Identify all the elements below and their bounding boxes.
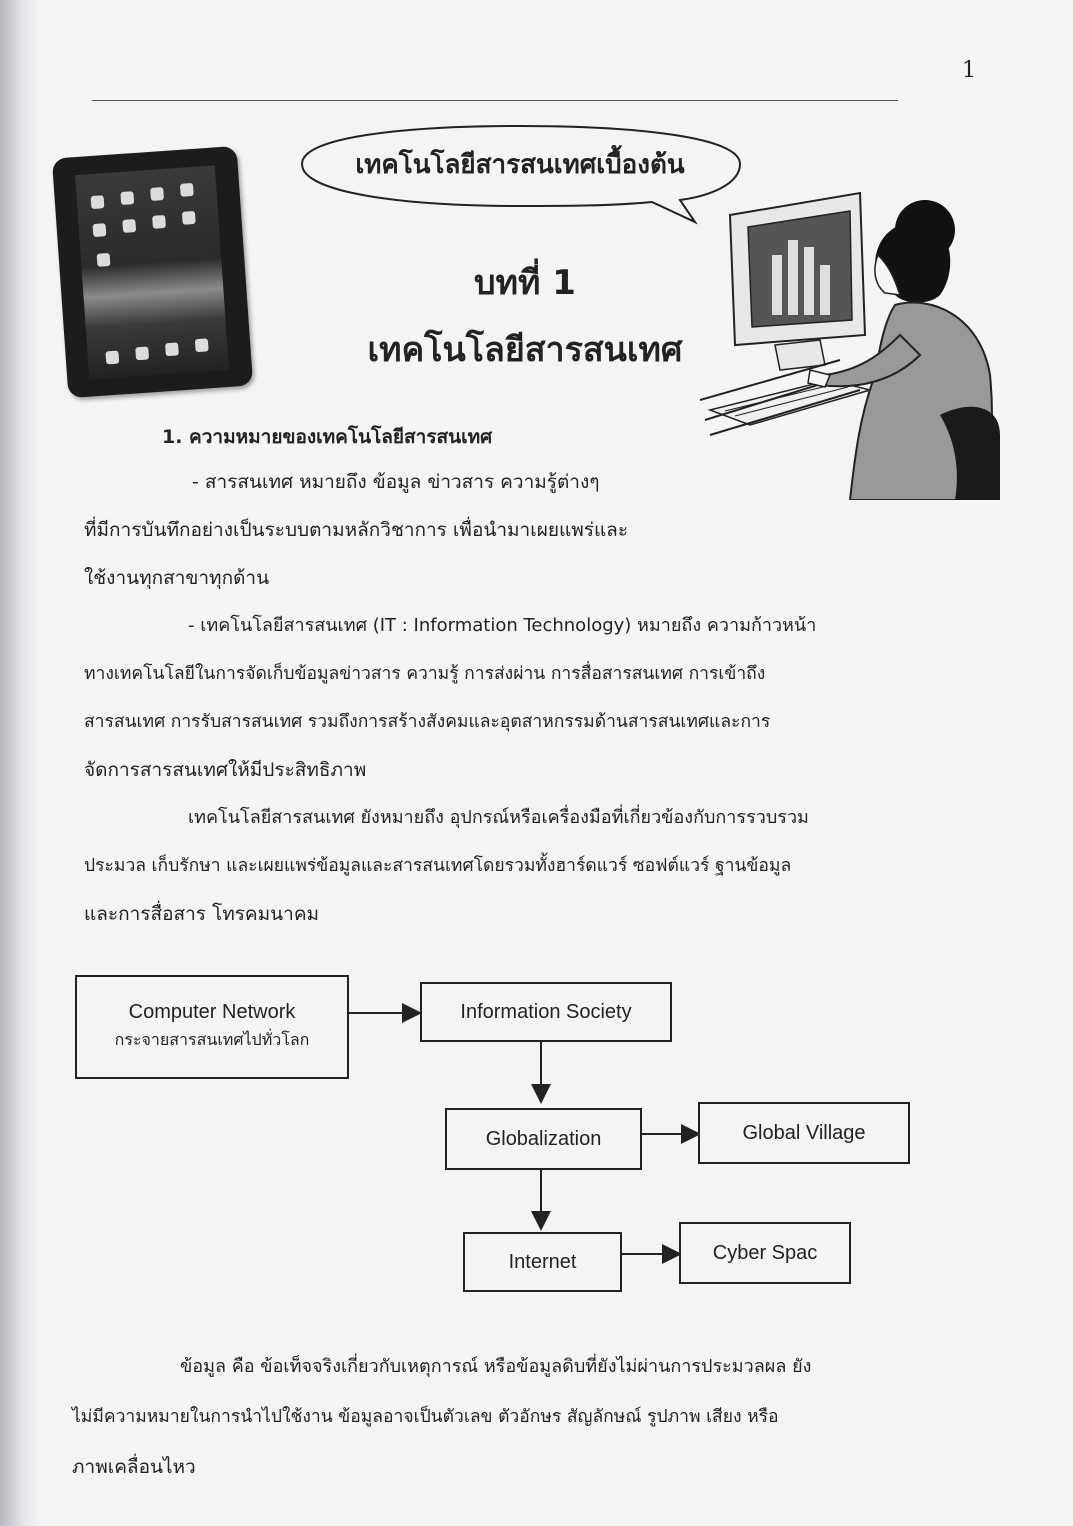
page-binding-shadow xyxy=(0,0,40,1526)
paragraph-line: ประมวล เก็บรักษา และเผยแพร่ข้อมูลและสารส… xyxy=(84,856,792,876)
global-village-box: Global Village xyxy=(698,1102,910,1164)
computer-network-label: Computer Network xyxy=(128,1001,296,1023)
chapter-title: เทคโนโลยีสารสนเทศ xyxy=(367,330,683,370)
global-village-label: Global Village xyxy=(742,1121,866,1144)
computer-network-sublabel: กระจายสารสนเทศไปทั่วโลก xyxy=(114,1032,310,1049)
paragraph-line: และการสื่อสาร โทรคมนาคม xyxy=(84,903,320,925)
paragraph-line: ข้อมูล คือ ข้อเท็จจริงเกี่ยวกับเหตุการณ์… xyxy=(180,1356,812,1377)
cyber-space-box: Cyber Spac xyxy=(679,1222,851,1284)
paragraph-line: - เทคโนโลยีสารสนเทศ (IT : Information Te… xyxy=(188,615,817,636)
information-society-box: Information Society xyxy=(420,982,672,1042)
paragraph-line: ใช้งานทุกสาขาทุกด้าน xyxy=(84,567,270,589)
paragraph-line: ทางเทคโนโลยีในการจัดเก็บข้อมูลข่าวสาร คว… xyxy=(84,664,766,684)
globalization-label: Globalization xyxy=(485,1127,602,1150)
internet-label: Internet xyxy=(508,1250,577,1273)
header-rule xyxy=(92,100,898,101)
paragraph-line: สารสนเทศ การรับสารสนเทศ รวมถึงการสร้างสั… xyxy=(84,712,771,732)
paragraph-line: เทคโนโลยีสารสนเทศ ยังหมายถึง อุปกรณ์หรือ… xyxy=(188,807,809,828)
paragraph-line: ไม่มีความหมายในการนำไปใช้งาน ข้อมูลอาจเป… xyxy=(72,1407,779,1427)
paragraph-line: ภาพเคลื่อนไหว xyxy=(72,1456,196,1478)
woman-at-computer-illustration xyxy=(700,191,1000,500)
cyber-space-label: Cyber Spac xyxy=(712,1241,818,1264)
page-number: 1 xyxy=(962,58,976,83)
paragraph-line: ที่มีการบันทึกอย่างเป็นระบบตามหลักวิชากา… xyxy=(84,519,629,541)
chapter-number: บทที่ 1 xyxy=(474,263,576,303)
computer-network-box: Computer Network กระจายสารสนเทศไปทั่วโลก xyxy=(75,975,349,1079)
section-heading: 1. ความหมายของเทคโนโลยีสารสนเทศ xyxy=(162,426,493,448)
internet-box: Internet xyxy=(463,1232,622,1292)
information-society-label: Information Society xyxy=(460,1000,632,1023)
globalization-box: Globalization xyxy=(445,1108,642,1170)
paragraph-line: จัดการสารสนเทศให้มีประสิทธิภาพ xyxy=(84,759,367,781)
speech-bubble: เทคโนโลยีสารสนเทศเบื้องต้น xyxy=(300,122,742,225)
paragraph-line: - สารสนเทศ หมายถึง ข้อมูล ข่าวสาร ความรู… xyxy=(192,471,600,493)
bubble-text: เทคโนโลยีสารสนเทศเบื้องต้น xyxy=(355,150,685,180)
